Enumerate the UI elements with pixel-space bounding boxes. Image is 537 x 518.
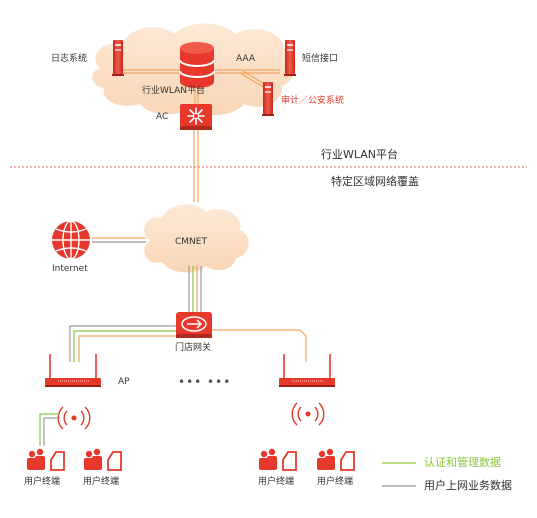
access-point-icon: [279, 354, 335, 387]
mobile-phone-icon: [340, 451, 355, 471]
sms-interface-label: 短信接口: [302, 54, 339, 64]
globe-icon: [52, 220, 90, 260]
access-point-icon: [45, 354, 101, 387]
ac-cmnet-link: [193, 130, 199, 202]
zone-coverage-label: 特定区域网络覆盖: [331, 175, 419, 188]
ap-user-link: [39, 413, 60, 446]
zone-platform-label: 行业WLAN平台: [321, 148, 399, 161]
cmnet-cloud: [144, 204, 249, 273]
wifi-signal-icon: [57, 406, 91, 430]
user-terminal-label: 用户终端: [258, 477, 295, 487]
log-system-label: 日志系统: [51, 54, 88, 64]
audit-system-label: 审计／公安系统: [281, 96, 345, 106]
user-group-icon: [84, 448, 102, 470]
audit-system-server-icon: [262, 82, 274, 116]
ac-label: AC: [156, 112, 169, 122]
legend-data-label: 用户上网业务数据: [424, 479, 512, 492]
user-group-icon: [259, 448, 277, 470]
sms-interface-server-icon: [284, 40, 296, 76]
internet-label: Internet: [52, 264, 88, 274]
user-terminal-label: 用户终端: [317, 477, 354, 487]
wifi-signal-icon: [291, 402, 325, 426]
store-gateway-label: 门店网关: [175, 343, 212, 353]
gateway-right-ap-links: [212, 329, 307, 362]
user-terminal-label: 用户终端: [24, 477, 61, 487]
database-icon: [179, 42, 215, 88]
gateway-router-icon: [176, 312, 212, 338]
mobile-phone-icon: [50, 451, 65, 471]
user-group-icon: [317, 448, 335, 470]
aaa-label: AAA: [236, 54, 255, 64]
cmnet-label: CMNET: [175, 237, 207, 247]
internet-cmnet-link: [92, 237, 146, 243]
more-aps-ellipsis: ••• •••: [178, 375, 232, 389]
ac-controller-icon: [180, 104, 212, 130]
platform-links: [120, 69, 280, 104]
legend-auth-label: 认证和管理数据: [424, 456, 501, 469]
user-terminal-label: 用户终端: [83, 477, 120, 487]
ap-label: AP: [118, 377, 130, 387]
wlan-platform-label: 行业WLAN平台: [142, 86, 206, 96]
cmnet-gateway-link: [188, 266, 202, 312]
log-system-server-icon: [112, 40, 124, 76]
mobile-phone-icon: [107, 451, 122, 471]
mobile-phone-icon: [282, 451, 297, 471]
user-group-icon: [27, 448, 45, 470]
gateway-left-ap-links: [69, 325, 178, 362]
